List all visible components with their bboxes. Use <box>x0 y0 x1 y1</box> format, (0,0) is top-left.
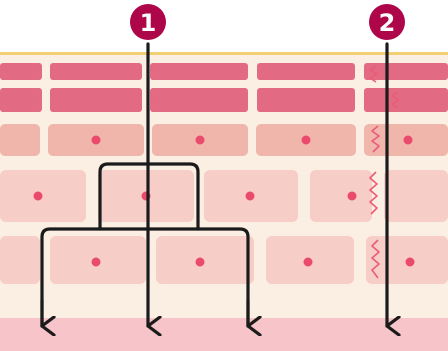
top-edge-line <box>0 52 448 55</box>
zigzag-mark <box>371 239 380 279</box>
cell <box>150 63 248 80</box>
cell <box>156 236 254 284</box>
zigzag-mark <box>369 65 378 83</box>
nucleus <box>347 191 357 201</box>
zigzag-mark <box>369 171 378 215</box>
cell <box>364 88 448 112</box>
zigzag-mark <box>371 125 380 153</box>
cell <box>310 170 372 222</box>
cell <box>0 88 42 112</box>
nucleus <box>301 135 311 145</box>
layer-row-1 <box>0 63 448 80</box>
nucleus <box>303 257 313 267</box>
nucleus <box>91 135 101 145</box>
layer-row-2 <box>0 88 448 112</box>
marker-2-circle <box>369 4 405 40</box>
cell <box>384 170 448 222</box>
cell <box>257 88 355 112</box>
cell <box>0 124 40 156</box>
cell <box>50 88 142 112</box>
cell <box>364 63 448 80</box>
pathway-1-lower-split <box>40 227 250 328</box>
cell <box>0 236 40 284</box>
layer-row-5 <box>0 236 448 284</box>
junction-zigzags <box>369 65 400 279</box>
nucleus <box>403 135 413 145</box>
marker-1-badge: 1 <box>130 4 166 40</box>
cell <box>50 63 142 80</box>
bottom-band <box>0 318 448 351</box>
pathway-1 <box>40 42 250 328</box>
marker-1-circle <box>130 4 166 40</box>
nucleus <box>91 257 101 267</box>
nucleus <box>33 191 43 201</box>
nucleus <box>195 135 205 145</box>
marker-1-label: 1 <box>140 9 157 37</box>
nucleus <box>245 191 255 201</box>
cell <box>0 63 42 80</box>
cell <box>257 63 355 80</box>
layer-row-4 <box>0 170 448 222</box>
nucleus <box>195 257 205 267</box>
cell <box>0 170 86 222</box>
marker-2-badge: 2 <box>369 4 405 40</box>
nucleus <box>405 257 415 267</box>
cell <box>150 88 248 112</box>
zigzag-mark <box>391 91 400 109</box>
layer-row-3 <box>0 124 448 156</box>
marker-2-label: 2 <box>379 9 396 37</box>
